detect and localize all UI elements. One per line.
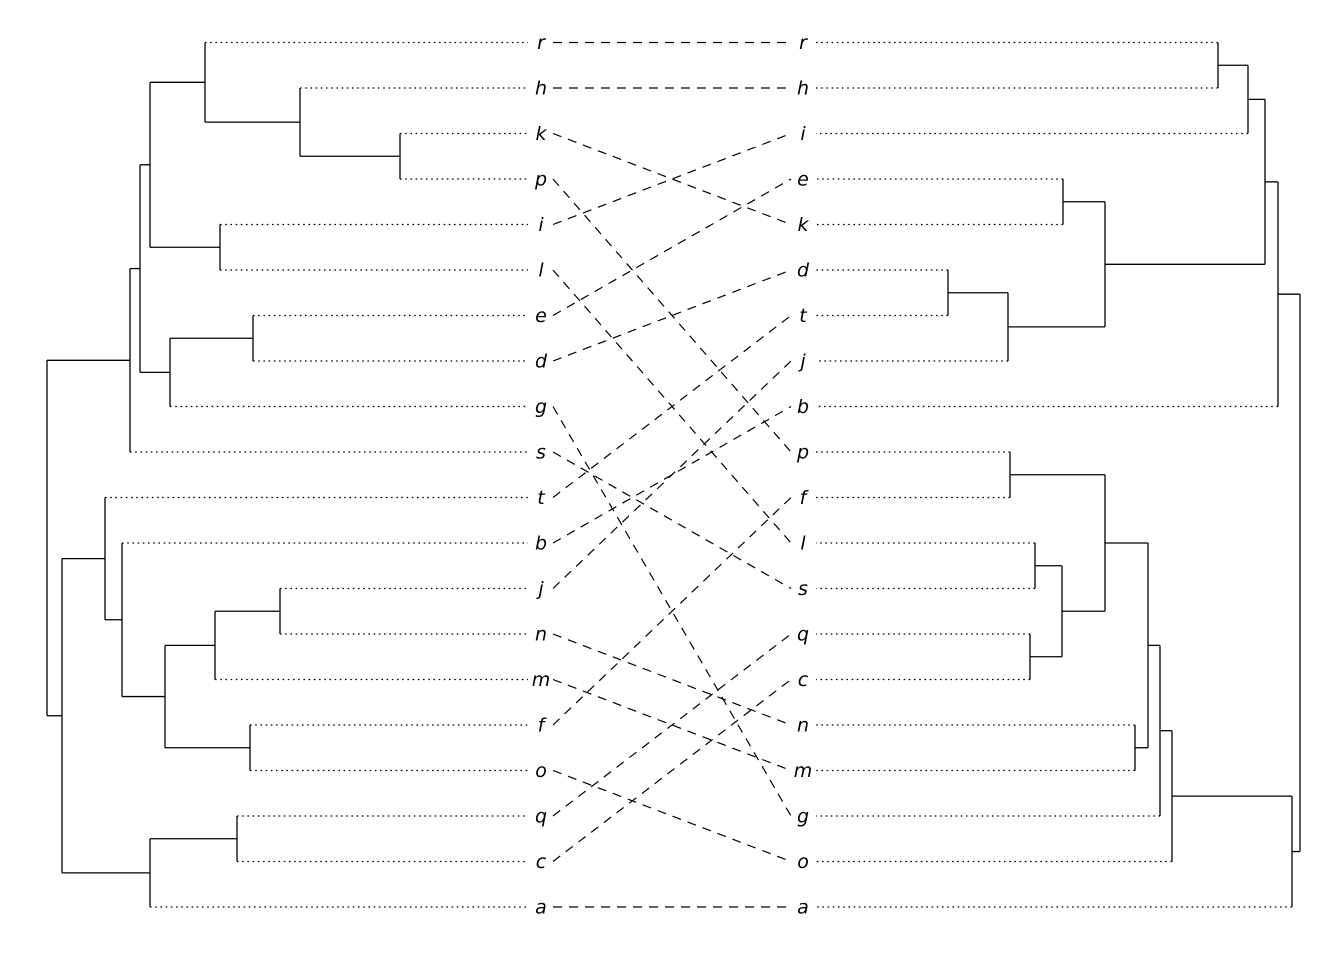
right-leaf-label-p: p [796,442,809,464]
left-leaf-label-h: h [535,78,547,100]
right-leaf-label-h: h [797,78,809,100]
left-leaf-label-p: p [534,169,547,191]
connection-line-m [552,678,792,772]
connection-line-f [552,497,792,726]
left-leaf-label-t: t [537,487,546,509]
right-leaf-label-m: m [794,760,813,782]
left-leaf-label-o: o [535,760,547,782]
connection-line-k [552,132,792,226]
left-leaf-label-r: r [537,32,546,54]
right-leaf-label-n: n [797,715,809,737]
right-leaf-label-t: t [799,305,808,327]
right-dendrogram [816,41,1301,908]
connection-line-i [552,132,792,226]
right-leaf-label-k: k [797,214,809,236]
right-leaf-label-l: l [800,533,806,555]
right-leaf-label-r: r [799,32,808,54]
connection-line-d [552,269,792,362]
right-leaf-label-j: j [797,351,806,373]
left-leaf-label-g: g [535,396,547,418]
left-leaf-label-f: f [538,715,548,737]
connection-line-c [552,679,792,862]
left-leaf-label-k: k [535,123,547,145]
right-leaf-label-q: q [797,624,809,646]
right-leaf-label-o: o [797,851,809,873]
connection-line-e [552,178,792,317]
right-leaf-label-s: s [798,578,808,600]
left-leaf-label-b: b [535,533,547,555]
connection-line-s [552,451,792,590]
right-leaf-label-i: i [800,123,806,145]
left-leaf-label-i: i [538,214,544,236]
left-leaf-label-e: e [535,305,547,327]
left-leaf-label-j: j [535,578,544,600]
right-leaf-label-g: g [797,806,809,828]
connection-line-o [552,769,792,863]
left-leaf-label-m: m [532,669,551,691]
right-leaf-label-f: f [800,487,810,509]
right-leaf-label-e: e [797,169,809,191]
connection-line-n [552,633,792,726]
left-labels: r h k p i l e d g s t b j n m f o q c a [532,32,551,919]
connection-line-j [552,360,792,589]
right-leaf-label-a: a [797,897,809,919]
left-leaf-label-s: s [536,442,546,464]
connection-line-q [552,633,792,817]
connection-line-t [552,315,792,498]
right-leaf-label-d: d [797,260,810,282]
connection-lines [552,41,792,908]
left-leaf-label-a: a [535,897,547,919]
left-leaf-label-n: n [535,624,547,646]
left-dendrogram [46,41,528,908]
left-leaf-label-d: d [535,351,548,373]
connection-line-p [552,178,792,453]
left-leaf-label-c: c [536,851,547,873]
left-leaf-label-q: q [535,806,547,828]
connection-line-b [552,405,792,544]
right-leaf-label-b: b [797,396,809,418]
right-leaf-label-c: c [798,669,809,691]
left-leaf-label-l: l [538,260,544,282]
right-labels: r h i e k d t j b p f l s q c n m g o a [794,32,813,919]
